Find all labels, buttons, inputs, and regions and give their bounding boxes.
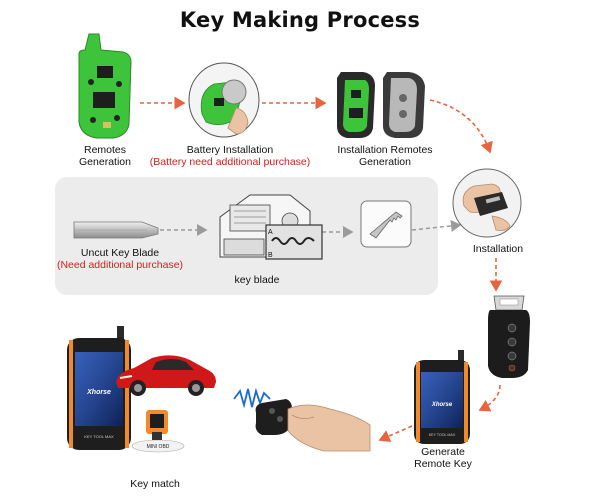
key-shell-icon xyxy=(337,72,425,138)
remote-key-icon xyxy=(488,295,530,378)
device-model: KEY TOOL MAX xyxy=(429,433,456,437)
installation-remotes-label: Installation Remotes Generation xyxy=(337,144,433,168)
pcb-icon xyxy=(78,33,132,139)
battery-icon xyxy=(188,62,260,138)
car-icon xyxy=(116,355,216,396)
cut-key-icon xyxy=(360,200,412,248)
obd-label: MINI OBD xyxy=(147,444,170,450)
arrow-remote-to-generate xyxy=(478,384,501,412)
generate-remote-key-label: Generate Remote Key xyxy=(414,446,472,470)
arrow-generate-to-match xyxy=(378,425,413,443)
obd-icon: MINI OBD xyxy=(131,410,185,453)
device-brand: Xhorse xyxy=(431,402,453,408)
hand-with-key-icon xyxy=(255,399,371,452)
uncut-key-blade-icon xyxy=(73,221,159,239)
installation-label: Installation xyxy=(472,243,524,255)
key-blade-label: key blade xyxy=(234,274,280,286)
key-match-label: Key match xyxy=(130,478,180,490)
remotes-generation-label: Remotes Generation xyxy=(79,144,131,168)
battery-installation-label: Battery Installation (Battery need addit… xyxy=(140,144,320,168)
page-title: Key Making Process xyxy=(179,8,421,32)
mark-b: B xyxy=(268,252,273,259)
signal-icon xyxy=(233,387,271,409)
key-tool-device-icon: Xhorse KEY TOOL MAX xyxy=(414,350,470,444)
hand-icon xyxy=(452,168,522,238)
arrow-cut-to-installation xyxy=(411,219,462,232)
match-device-model: KEY TOOL MAX xyxy=(84,434,114,439)
battery-note: (Battery need additional purchase) xyxy=(149,156,311,168)
uncut-key-note: (Need additional purchase) xyxy=(56,259,184,271)
key-match-device-icon: Xhorse KEY TOOL MAX xyxy=(67,326,131,450)
mark-a: A xyxy=(268,229,273,236)
key-machine-icon: A B xyxy=(219,194,323,260)
arrow-shell-to-installation xyxy=(429,99,493,154)
match-device-brand: Xhorse xyxy=(86,389,111,396)
uncut-key-label: Uncut Key Blade (Need additional purchas… xyxy=(56,247,184,271)
